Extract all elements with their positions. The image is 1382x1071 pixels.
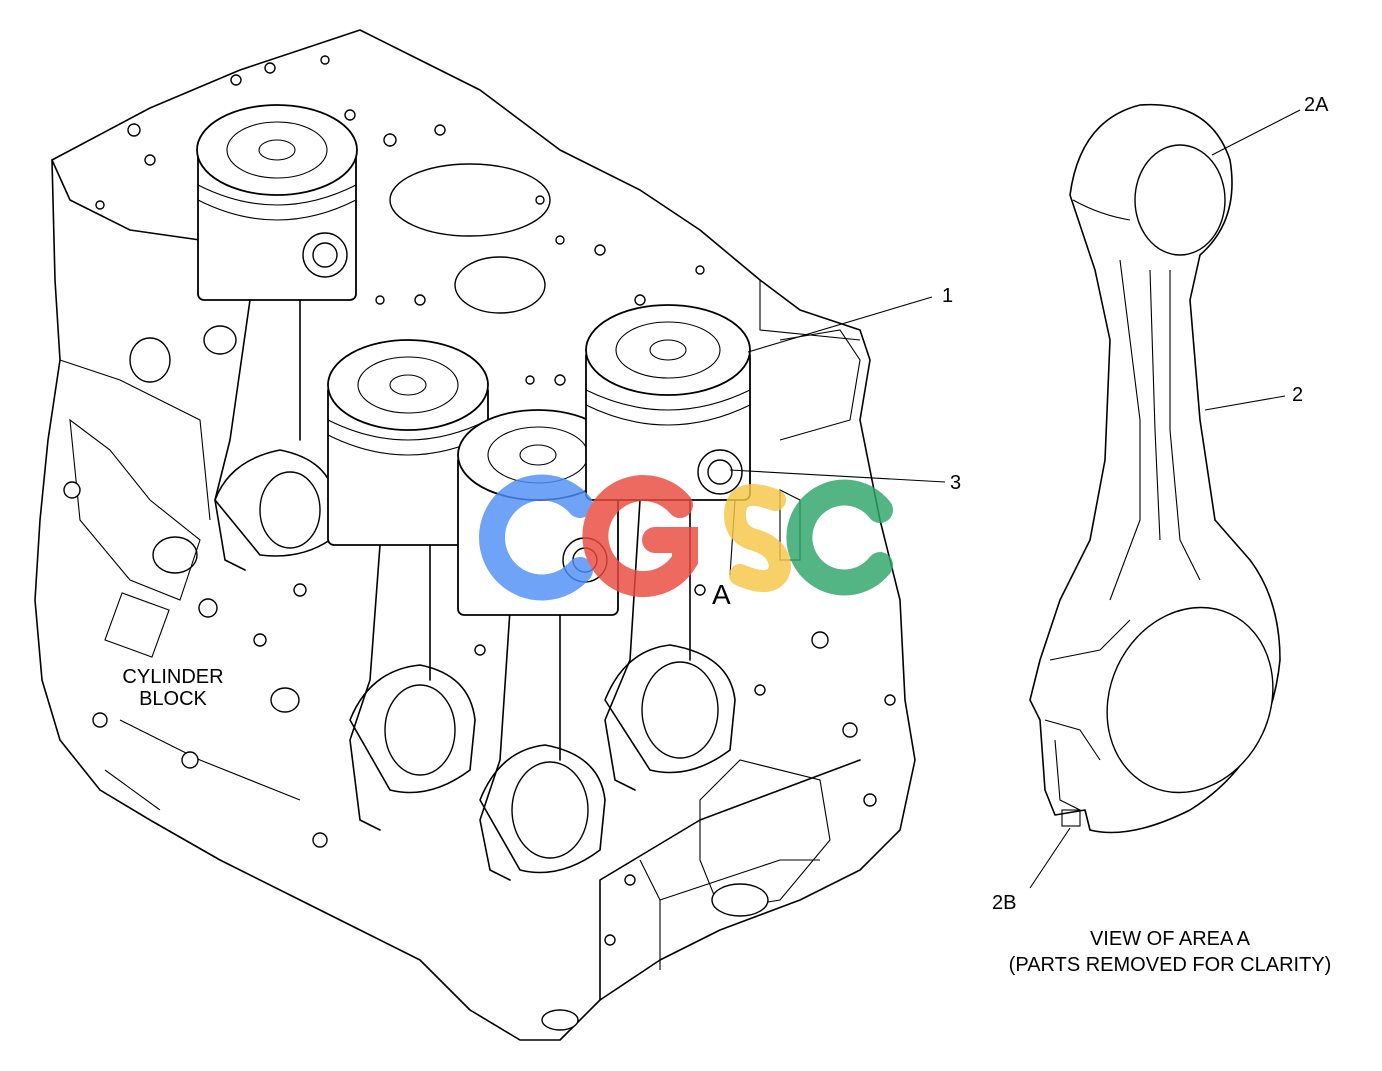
cylinder-block-label-line1: CYLINDER [122,666,224,688]
callout-3: 3 [950,472,962,494]
cgsc-watermark [479,474,893,601]
view-caption: VIEW OF AREA A (PARTS REMOVED FOR CLARIT… [980,928,1360,976]
piston-assembly-4 [585,304,751,791]
view-title: VIEW OF AREA A [1089,928,1251,950]
piston-assembly-1 [196,104,358,571]
cylinder-block [34,29,916,1041]
connecting-rod-detail [1029,103,1281,834]
callout-2: 2 [1292,384,1304,406]
cylinder-block-label-line2: BLOCK [139,688,207,710]
cylinder-block-label: CYLINDER BLOCK [118,666,228,710]
view-subtitle: (PARTS REMOVED FOR CLARITY) [1008,954,1332,976]
callout-1: 1 [942,285,954,307]
callout-area-a: A [712,579,731,610]
piston-assembly-2 [327,339,489,831]
callout-2a: 2A [1304,94,1329,116]
callout-2b: 2B [992,892,1017,914]
